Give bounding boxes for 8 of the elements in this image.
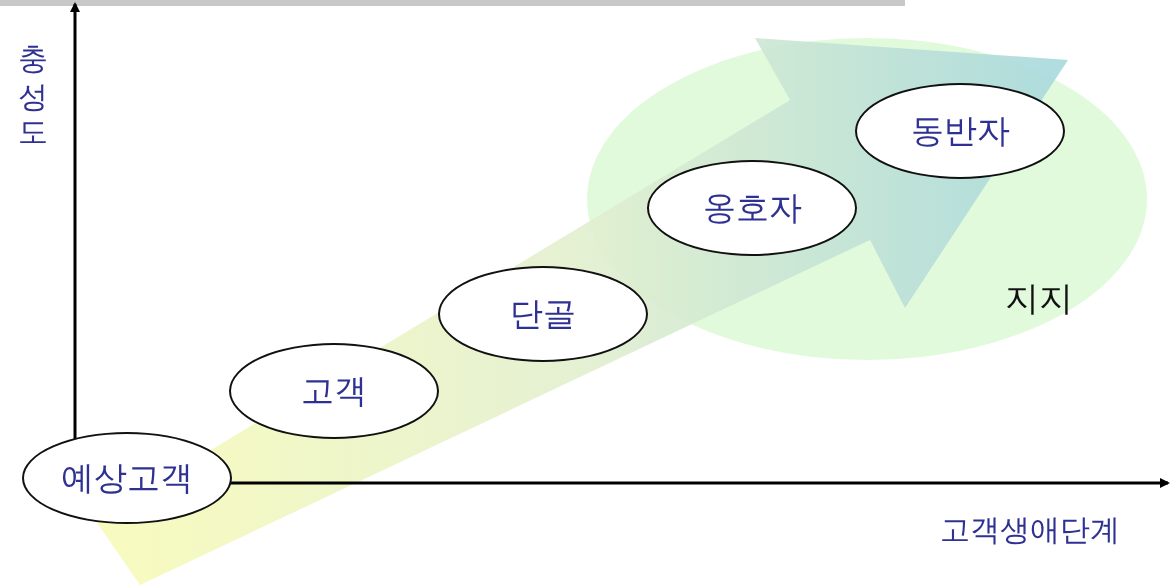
stage-label: 옹호자 bbox=[702, 186, 802, 229]
stage-label: 동반자 bbox=[910, 109, 1010, 152]
stage-label: 단골 bbox=[510, 292, 576, 335]
stage-label: 고객 bbox=[301, 369, 367, 412]
region-label: 지지 bbox=[1005, 277, 1073, 320]
stage-label: 예상고객 bbox=[61, 456, 193, 499]
axis-title: 충성도 bbox=[15, 22, 52, 142]
axis-title: 고객생애단계 bbox=[940, 511, 1120, 549]
